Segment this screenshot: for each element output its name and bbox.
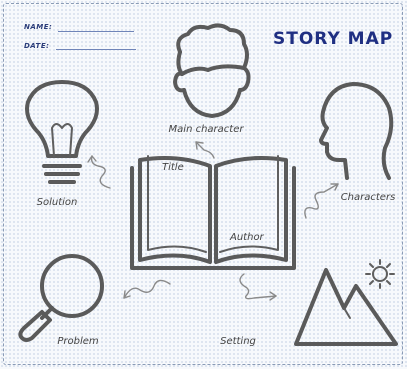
solution-label: Solution <box>36 197 78 208</box>
sun-icon <box>365 259 395 289</box>
main-character-label: Main character <box>168 124 244 135</box>
name-label: NAME: <box>24 23 53 31</box>
mountains-icon <box>294 268 398 346</box>
head-front-icon <box>173 23 251 118</box>
arrow-to-solution <box>87 155 111 189</box>
lightbulb-icon <box>25 80 99 184</box>
magnifying-glass-icon <box>18 254 104 342</box>
page-title: STORY MAP <box>273 29 394 49</box>
arrow-to-main-character <box>195 141 215 159</box>
arrow-to-setting <box>239 273 277 301</box>
date-line[interactable] <box>56 49 136 50</box>
setting-label: Setting <box>220 336 256 347</box>
worksheet-border <box>3 3 403 365</box>
problem-label: Problem <box>57 336 99 347</box>
arrow-to-characters <box>304 183 339 219</box>
date-label: DATE: <box>24 42 50 50</box>
book-author-label: Author <box>230 232 264 243</box>
head-profile-icon <box>319 82 394 180</box>
open-book-icon <box>130 155 296 270</box>
characters-label: Characters <box>340 192 396 203</box>
book-title-label: Title <box>162 162 184 173</box>
arrow-to-problem <box>123 279 171 299</box>
name-line[interactable] <box>58 31 134 32</box>
